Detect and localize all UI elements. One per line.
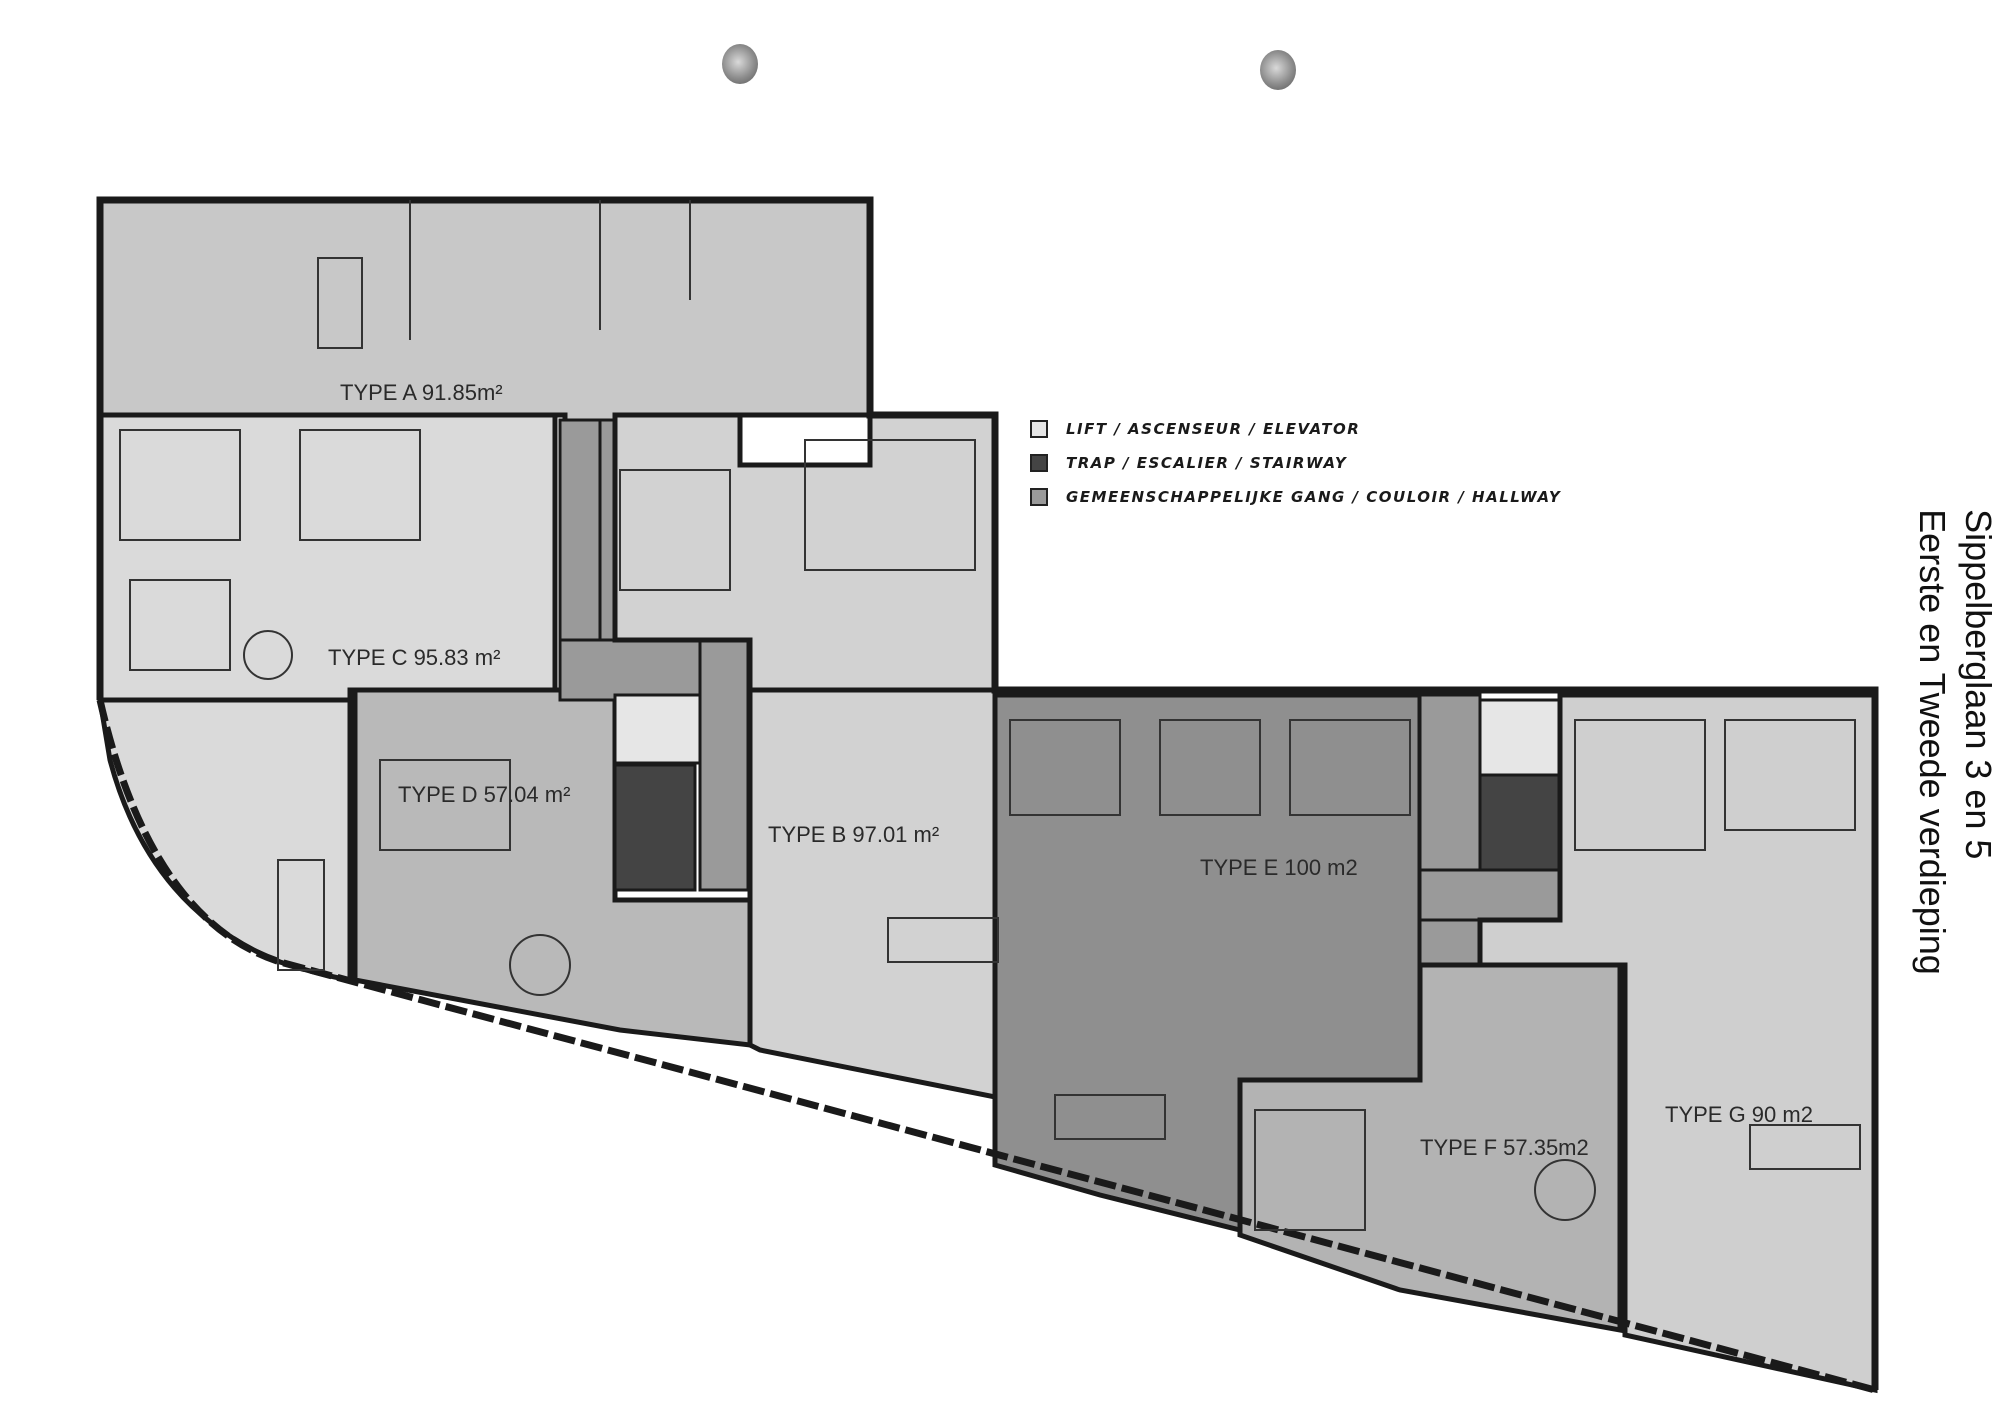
title-address: Sippelberglaan 3 en 5 bbox=[1958, 509, 1999, 860]
legend-swatch-lift bbox=[1030, 420, 1048, 438]
legend-label-hallway: GEMEENSCHAPPELIJKE GANG / COULOIR / HALL… bbox=[1066, 488, 1562, 506]
legend-swatch-stair bbox=[1030, 454, 1048, 472]
legend-item-lift: LIFT / ASCENSEUR / ELEVATOR bbox=[1030, 412, 1561, 446]
unit-type-b bbox=[747, 687, 998, 1101]
hallway-lower bbox=[698, 638, 750, 892]
legend-swatch-hallway bbox=[1030, 488, 1048, 506]
legend-item-stair: TRAP / ESCALIER / STAIRWAY bbox=[1030, 446, 1561, 480]
unit-label-e: TYPE E 100 m2 bbox=[1200, 855, 1358, 880]
plan-title: Sippelberglaan 3 en 5 Eerste en Tweede v… bbox=[1909, 509, 2000, 975]
unit-label-c: TYPE C 95.83 m² bbox=[328, 645, 500, 670]
lift-west bbox=[613, 693, 702, 765]
unit-label-f: TYPE F 57.35m2 bbox=[1420, 1135, 1589, 1160]
stairway-east bbox=[1478, 773, 1562, 872]
unit-label-g: TYPE G 90 m2 bbox=[1665, 1102, 1813, 1127]
hallway-east-link bbox=[1418, 868, 1562, 922]
stairway-west bbox=[613, 763, 697, 892]
unit-label-d: TYPE D 57.04 m² bbox=[398, 782, 570, 807]
title-floors: Eerste en Tweede verdieping bbox=[1912, 509, 1953, 975]
legend-label-lift: LIFT / ASCENSEUR / ELEVATOR bbox=[1066, 420, 1361, 438]
legend: LIFT / ASCENSEUR / ELEVATOR TRAP / ESCAL… bbox=[1030, 412, 1561, 514]
furniture bbox=[243, 257, 1861, 1221]
unit-label-b: TYPE B 97.01 m² bbox=[768, 822, 939, 847]
unit-type-f bbox=[1237, 962, 1623, 1333]
punch-hole-right bbox=[1260, 50, 1296, 90]
lift-east bbox=[1478, 698, 1562, 777]
punch-hole-left bbox=[722, 44, 758, 84]
facade-outline bbox=[96, 196, 1879, 1390]
room-partitions bbox=[119, 200, 1856, 1231]
legend-item-hallway: GEMEENSCHAPPELIJKE GANG / COULOIR / HALL… bbox=[1030, 480, 1561, 514]
legend-label-stair: TRAP / ESCALIER / STAIRWAY bbox=[1066, 454, 1348, 472]
unit-label-a: TYPE A 91.85m² bbox=[340, 380, 503, 405]
facade-south bbox=[96, 699, 1876, 1394]
